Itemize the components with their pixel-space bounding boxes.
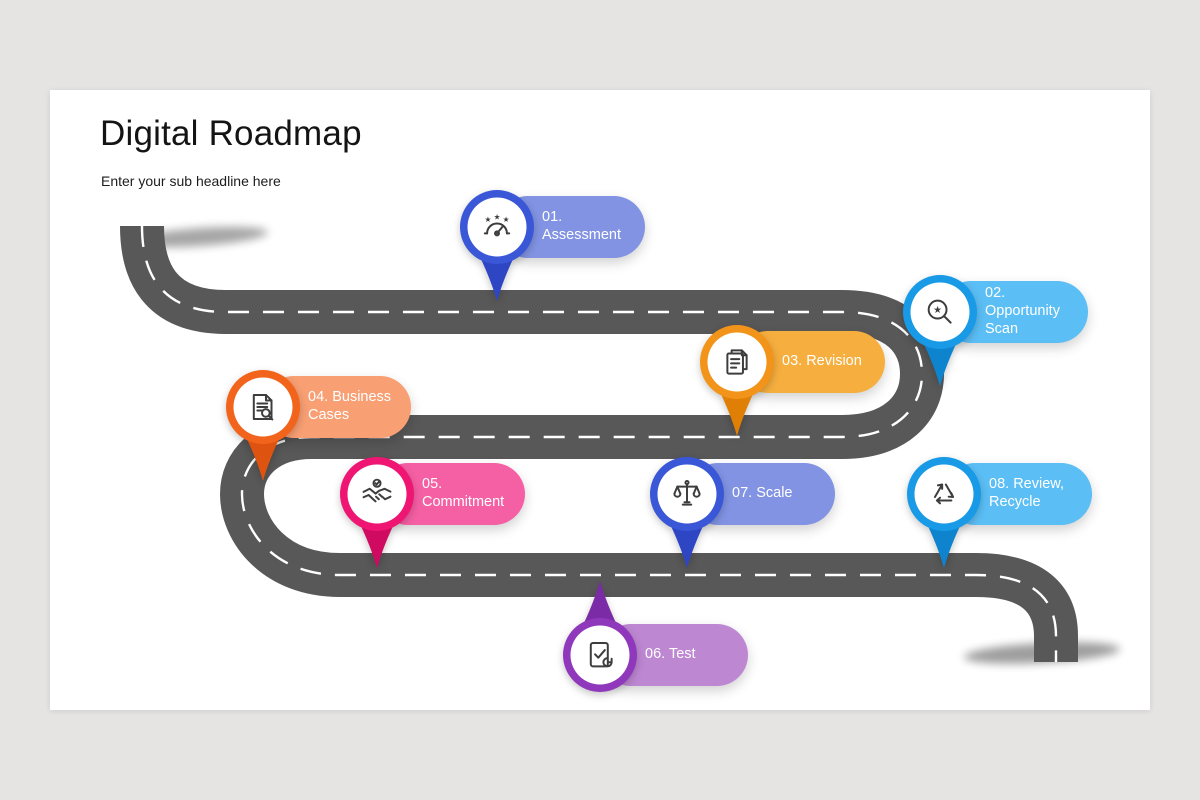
milestone-title: Opportunity Scan (985, 303, 1060, 337)
roadmap-milestone-08: 08. Review, Recycle (904, 454, 1134, 624)
roadmap-milestone-02: 02. Opportunity Scan ★ (900, 272, 1130, 442)
pin-inner-circle (910, 282, 970, 342)
roadmap-road (120, 225, 1120, 664)
balance-scale-icon (673, 479, 701, 506)
slide: Digital Roadmap Enter your sub headline … (50, 90, 1150, 710)
page-title: Digital Roadmap (100, 114, 362, 153)
pin-inner-circle (707, 332, 767, 392)
milestone-title: Assessment (542, 227, 621, 243)
milestone-label: 07. Scale (732, 463, 826, 525)
milestone-number: 06. (645, 646, 666, 663)
milestone-pin-wrap: ★ (900, 272, 980, 401)
milestone-pin-wrap (223, 367, 303, 496)
milestone-number: 08. (989, 476, 1010, 493)
roadmap-milestone-07: 07. Scale (647, 454, 877, 624)
recycle-icon (933, 483, 955, 505)
milestone-pin (907, 457, 981, 568)
search-star-icon: ★ (927, 299, 952, 324)
roadmap-milestone-01: 01. Assessment★★★ (457, 187, 687, 357)
test-check-icon (589, 641, 613, 668)
svg-text:★: ★ (485, 215, 492, 224)
milestone-number: 04. (308, 389, 329, 406)
milestone-pin: ★★★ (460, 190, 534, 301)
pin-inner-circle (467, 197, 527, 257)
milestone-number: 07. (732, 485, 753, 502)
milestone-label: 06. Test (645, 624, 739, 686)
svg-text:★: ★ (503, 215, 510, 224)
milestone-label: 03. Revision (782, 331, 876, 393)
milestone-label: 04. Business Cases (308, 376, 402, 438)
case-study-icon (252, 393, 274, 421)
milestone-label: 02. Opportunity Scan (985, 281, 1079, 343)
milestone-pin (700, 325, 774, 436)
milestone-pin (226, 370, 300, 481)
svg-text:★: ★ (933, 305, 942, 316)
milestone-number: 03. (782, 353, 803, 370)
roadmap-milestone-06: 06. Test (560, 571, 790, 741)
milestone-number: 02. (985, 285, 1006, 302)
gauge-stars-icon: ★★★ (483, 212, 511, 237)
milestone-pin-wrap (337, 454, 417, 583)
milestone-title: Scale (756, 485, 793, 502)
page-subtitle: Enter your sub headline here (101, 173, 281, 189)
road-start-shadow (132, 226, 268, 248)
road-dashed-line (140, 225, 1058, 662)
svg-text:★: ★ (494, 212, 501, 221)
roadmap-milestone-04: 04. Business Cases (223, 367, 453, 537)
milestone-pin-wrap (904, 454, 984, 583)
roadmap-milestone-05: 05. Commitment (337, 454, 567, 624)
pin-inner-circle (914, 464, 974, 524)
milestone-title: Business Cases (308, 389, 392, 423)
milestone-number: 05. (422, 476, 443, 493)
handshake-check-icon (362, 478, 392, 503)
milestone-title: Test (668, 646, 696, 663)
milestone-label: 01. Assessment (542, 196, 636, 258)
milestone-pin-wrap (647, 454, 727, 583)
pin-inner-circle (347, 464, 407, 524)
milestone-pin-wrap (697, 322, 777, 451)
milestone-pin-wrap (560, 571, 640, 700)
milestone-title: Review, Recycle (989, 476, 1064, 510)
milestone-title: Revision (806, 353, 862, 370)
milestone-pin: ★ (903, 275, 977, 386)
documents-icon (726, 349, 748, 375)
milestone-label: 08. Review, Recycle (989, 463, 1083, 525)
milestone-label: 05. Commitment (422, 463, 516, 525)
milestone-pin (650, 457, 724, 568)
markers-layer: 01. Assessment★★★02. Opportunity Scan★03… (50, 90, 1150, 710)
milestone-pin (340, 457, 414, 568)
milestone-pin (563, 581, 637, 692)
milestone-number: 01. (542, 209, 563, 226)
roadmap-milestone-03: 03. Revision (697, 322, 927, 492)
milestone-title: Commitment (422, 494, 505, 510)
milestone-pin-wrap: ★★★ (457, 187, 537, 316)
